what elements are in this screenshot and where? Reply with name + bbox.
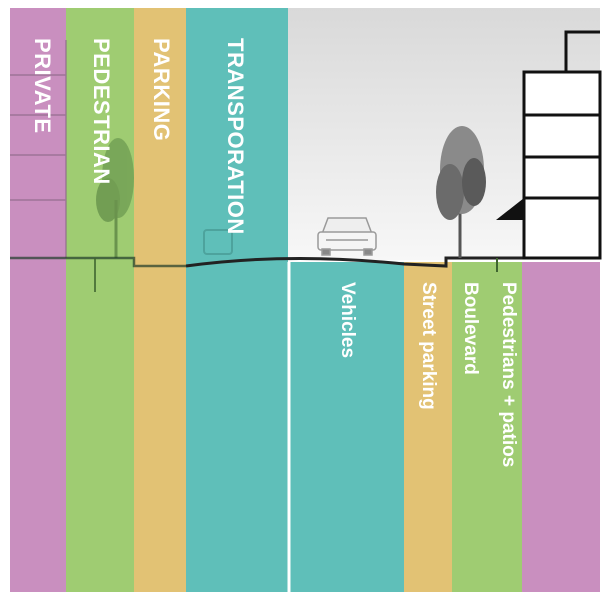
zone-band-private <box>10 8 66 592</box>
zone-band-transportation <box>186 8 288 592</box>
zone-band-parking <box>134 8 186 592</box>
zone-label-pedestrians-patios: Pedestrians + patios <box>498 282 519 468</box>
left-vehicle-icon <box>203 229 233 255</box>
left-building <box>10 40 67 258</box>
zone-band-private-right <box>522 262 600 592</box>
zone-label-street-parking: Street parking <box>418 282 439 410</box>
zone-label-transportation: TRANSPORATION <box>223 38 248 235</box>
zone-label-vehicles: Vehicles <box>337 282 358 359</box>
road-surface <box>185 256 600 268</box>
zone-label-parking: PARKING <box>149 38 174 142</box>
zone-band-vehicles <box>290 262 404 592</box>
left-ground-line <box>10 256 186 268</box>
left-tree-icon <box>96 138 134 258</box>
right-building <box>496 30 602 260</box>
zone-band-boulevard-pedestrians <box>452 262 522 592</box>
car-icon <box>317 217 377 256</box>
zone-label-boulevard: Boulevard <box>460 282 481 375</box>
awning-icon <box>496 198 524 220</box>
right-tree-icon <box>436 126 486 258</box>
zone-label-pedestrian: PEDESTRIAN <box>89 38 114 185</box>
zone-band-pedestrian <box>66 8 134 592</box>
zone-label-private: PRIVATE <box>30 38 55 134</box>
zone-band-street-parking <box>404 262 452 592</box>
